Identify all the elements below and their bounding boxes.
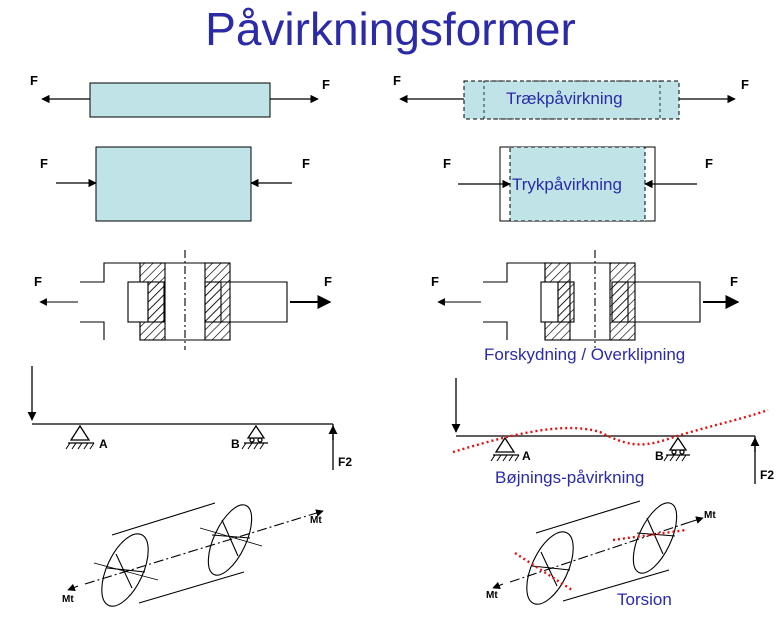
force-label: F (34, 274, 42, 289)
tension-right: F F (393, 73, 749, 120)
moment-label: Mt (310, 515, 322, 526)
force-label: F (30, 73, 38, 88)
moment-label: Mt (704, 510, 716, 521)
tension-bar (89, 82, 271, 118)
moment-label: Mt (486, 590, 498, 601)
torsion-right: Mt Mt (486, 500, 716, 605)
force-label: F (302, 156, 310, 171)
force-label: F (324, 274, 332, 289)
twist-line (514, 551, 573, 592)
compression-right: F F (443, 146, 713, 222)
bending-right: A B F2 (451, 378, 774, 484)
twist-line (612, 528, 687, 542)
caption-shear: Forskydning / Overklipning (484, 345, 686, 364)
support-label: A (522, 449, 531, 463)
compression-left: F F (40, 146, 310, 222)
moment-label: Mt (62, 594, 74, 605)
page-title: Påvirkningsformer (205, 3, 576, 55)
compression-block (95, 146, 252, 222)
force-label: F (393, 73, 401, 88)
shear-left: F F (34, 250, 332, 350)
deflection-curve (452, 408, 769, 454)
caption-compression: Trykpåvirkning (512, 175, 622, 194)
shear-right: F F (431, 250, 740, 348)
tension-bar-original (483, 80, 661, 120)
support-label: A (99, 437, 108, 451)
bending-left: A B F2 (27, 366, 352, 470)
torsion-left: Mt Mt (62, 502, 324, 607)
support-label: B (655, 449, 664, 463)
tension-left: F F (30, 73, 330, 118)
force-label: F (443, 156, 451, 171)
caption-tension: Trækpåvirkning (506, 89, 623, 108)
force-label: F (431, 274, 439, 289)
caption-torsion: Torsion (617, 590, 672, 609)
force-label: F2 (338, 455, 352, 469)
force-label: F (322, 77, 330, 92)
compression-block-deformed (509, 146, 646, 222)
force-label: F (40, 156, 48, 171)
force-label: F (705, 156, 713, 171)
support-label: B (231, 437, 240, 451)
force-label: F (741, 77, 749, 92)
tension-bar-deformed (463, 80, 680, 120)
force-label: F (730, 274, 738, 289)
caption-bending: Bøjnings-påvirkning (495, 468, 645, 487)
force-label: F2 (760, 468, 774, 482)
